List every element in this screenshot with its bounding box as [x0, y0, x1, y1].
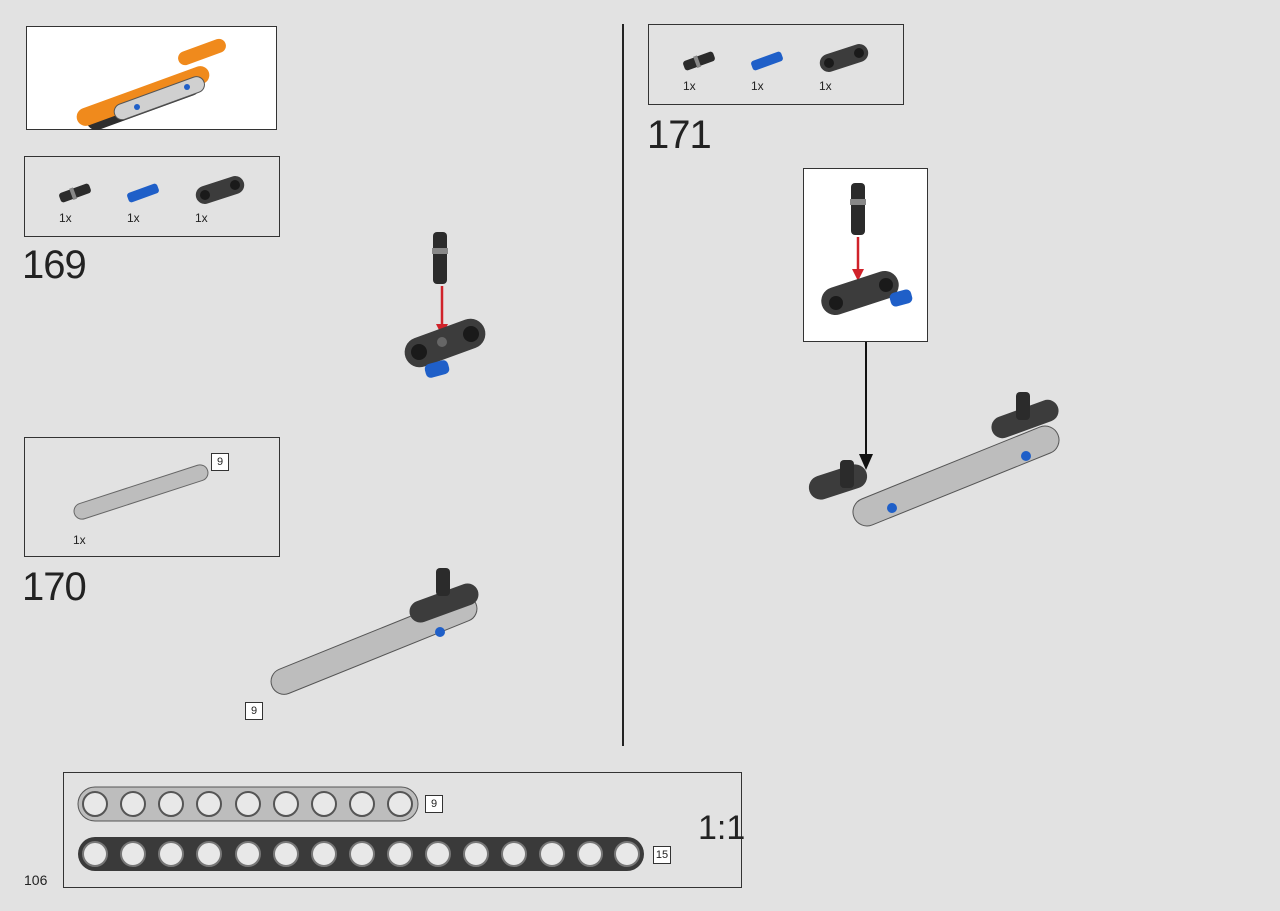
pin-blue-icon — [751, 51, 783, 71]
part-qty: 1x — [683, 79, 696, 93]
pin-long-black-icon — [683, 51, 715, 71]
beam-9-scale — [77, 786, 419, 822]
beam-length-callout: 9 — [245, 702, 263, 720]
pin-blue-icon — [127, 183, 159, 203]
part-qty: 1x — [195, 211, 208, 225]
scale-label: 1:1 — [698, 809, 746, 847]
beam-length-label: 9 — [211, 453, 229, 471]
page-number: 106 — [24, 872, 48, 888]
beam-9-length-label: 9 — [425, 795, 443, 813]
beam-9-icon — [73, 464, 209, 520]
part-qty: 1x — [127, 211, 140, 225]
step-171-callout — [803, 168, 928, 342]
connector-double-icon — [819, 44, 869, 72]
part-qty: 1x — [73, 533, 86, 547]
subassembly-thumbnail — [26, 26, 277, 131]
step-171-number: 171 — [647, 113, 712, 157]
step-170-parts-list: 9 1x — [24, 437, 280, 557]
subassembly-image — [76, 38, 226, 131]
callout-assembly — [821, 183, 913, 316]
connector-double-icon — [195, 176, 245, 204]
scale-reference: 9 15 1:1 — [63, 772, 746, 888]
part-qty: 1x — [819, 79, 832, 93]
beam-15-scale — [78, 837, 644, 871]
part-qty: 1x — [59, 211, 72, 225]
pin-long-black-icon — [59, 183, 91, 203]
column-divider — [622, 24, 624, 746]
beam-15-length-label: 15 — [653, 846, 671, 864]
step-169-number: 169 — [22, 243, 87, 287]
step-171-parts-list: 1x 1x 1x — [648, 24, 904, 105]
step-170-assembly — [270, 568, 479, 695]
step-171-assembly — [808, 342, 1060, 527]
step-169-assembly — [404, 232, 486, 378]
step-170-number: 170 — [22, 565, 87, 609]
step-169-parts-list: 1x 1x 1x — [24, 156, 280, 237]
part-qty: 1x — [751, 79, 764, 93]
